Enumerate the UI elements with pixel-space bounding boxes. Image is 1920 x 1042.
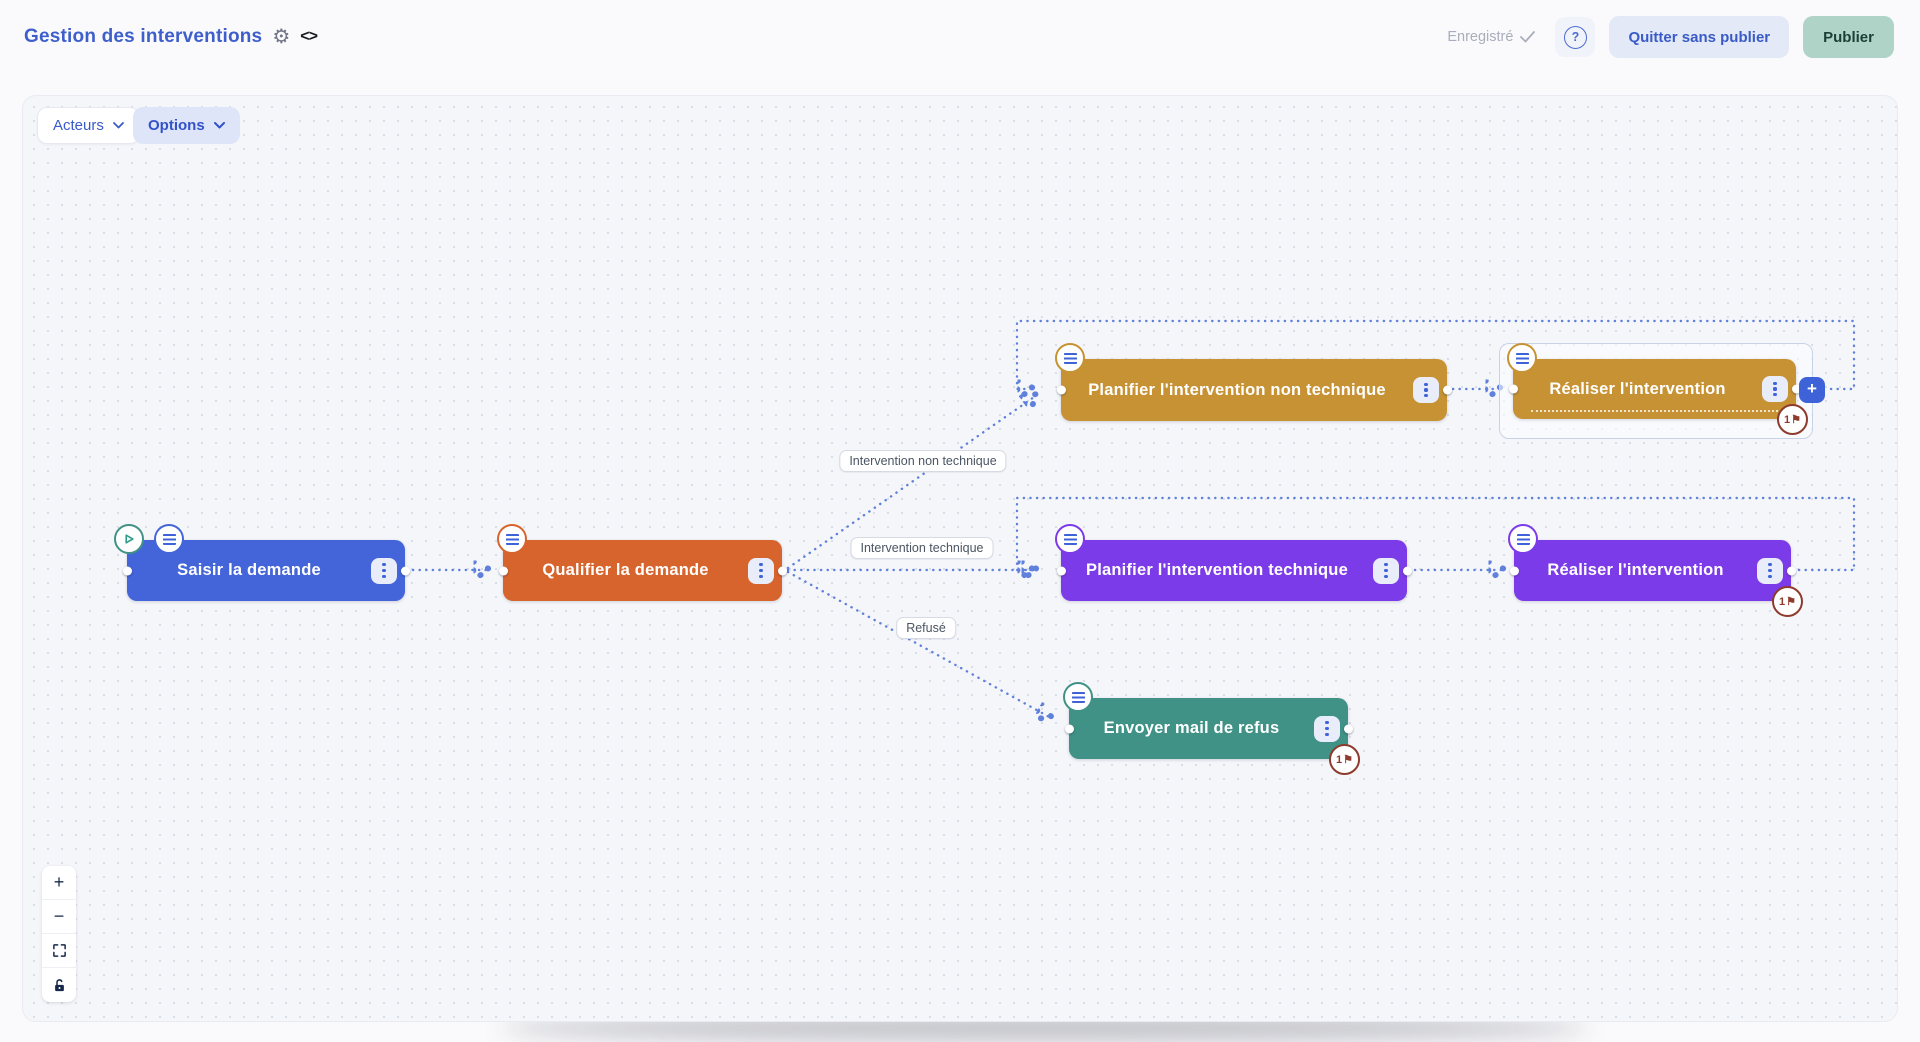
node-menu-button[interactable] xyxy=(1757,557,1783,584)
start-play-icon[interactable] xyxy=(114,524,144,554)
node-label: Saisir la demande xyxy=(177,561,321,579)
input-port[interactable] xyxy=(498,566,508,575)
node-planifier-intervention-non-technique[interactable]: Planifier l'intervention non technique xyxy=(1055,343,1452,421)
form-icon[interactable] xyxy=(497,524,527,554)
form-icon[interactable] xyxy=(154,524,184,554)
options-label: Options xyxy=(148,117,205,134)
node-label: Réaliser l'intervention xyxy=(1549,379,1726,398)
node-saisir-la-demande[interactable]: Saisir la demande xyxy=(114,524,410,601)
actors-dropdown-button[interactable]: Acteurs xyxy=(37,107,140,144)
node-envoyer-mail-de-refus[interactable]: Envoyer mail de refus 1⚑ xyxy=(1063,682,1360,775)
document-lines-icon xyxy=(1071,691,1085,703)
node-label: Qualifier la demande xyxy=(542,561,709,579)
input-port[interactable] xyxy=(1056,385,1066,395)
publish-button[interactable]: Publier xyxy=(1803,16,1894,58)
document-lines-icon xyxy=(1063,533,1077,545)
document-lines-icon xyxy=(1063,352,1077,364)
node-menu-button[interactable] xyxy=(1413,377,1439,403)
app-header: Gestion des interventions ⚙ <> Enregistr… xyxy=(0,0,1920,74)
page-title: Gestion des interventions xyxy=(24,26,263,47)
edge-qualifier-planifier-non-technique xyxy=(786,395,1037,570)
flag-icon: ⚑ xyxy=(1786,596,1796,608)
workflow-canvas[interactable]: Acteurs Options Saisir la demande Qualif… xyxy=(22,95,1898,1022)
output-port[interactable] xyxy=(400,566,410,575)
flag-count-badge: 1⚑ xyxy=(1777,404,1808,435)
output-port[interactable] xyxy=(1442,385,1452,395)
node-realiser-intervention-technique[interactable]: Réaliser l'intervention 1⚑ xyxy=(1508,524,1803,617)
node-menu-button[interactable] xyxy=(1373,557,1399,584)
header-left: Gestion des interventions ⚙ <> xyxy=(24,26,318,48)
node-menu-button[interactable] xyxy=(748,557,774,584)
input-port[interactable] xyxy=(1509,566,1519,575)
node-label: Planifier l'intervention technique xyxy=(1086,561,1348,579)
flag-count-badge: 1⚑ xyxy=(1772,586,1803,617)
form-icon[interactable] xyxy=(1508,524,1538,554)
form-icon[interactable] xyxy=(1055,524,1085,554)
edges-layer xyxy=(411,319,1856,1022)
options-dropdown-button[interactable]: Options xyxy=(133,107,240,144)
zoom-controls: + − xyxy=(42,866,76,1002)
fit-view-button[interactable] xyxy=(42,934,76,968)
edge-label-refuse[interactable]: Refusé xyxy=(896,617,956,639)
edge-label-intervention-non-technique[interactable]: Intervention non technique xyxy=(839,450,1007,472)
edge-qualifier-envoyer-refus xyxy=(786,570,1051,718)
node-label: Planifier l'intervention non technique xyxy=(1088,380,1386,399)
help-button[interactable]: ? xyxy=(1555,17,1596,57)
zoom-out-button[interactable]: − xyxy=(42,900,76,934)
question-mark-icon: ? xyxy=(1563,25,1587,49)
node-planifier-intervention-technique[interactable]: Planifier l'intervention technique xyxy=(1055,524,1412,601)
input-port[interactable] xyxy=(1056,566,1066,575)
save-status-label: Enregistré xyxy=(1447,29,1514,45)
form-icon[interactable] xyxy=(1055,343,1085,373)
node-realiser-intervention-non-technique[interactable]: Réaliser l'intervention 1⚑ xyxy=(1507,343,1808,435)
input-port[interactable] xyxy=(122,566,132,575)
document-lines-icon xyxy=(505,533,519,545)
actors-label: Acteurs xyxy=(53,117,104,134)
flag-icon: ⚑ xyxy=(1791,414,1801,426)
chevron-down-icon xyxy=(112,122,124,129)
output-port[interactable] xyxy=(1343,724,1353,733)
output-port[interactable] xyxy=(1402,566,1412,575)
lock-button[interactable] xyxy=(42,968,76,1002)
fit-view-icon xyxy=(52,944,66,957)
flag-count-badge: 1⚑ xyxy=(1329,744,1360,775)
add-step-button[interactable]: + xyxy=(1799,377,1825,403)
settings-gear-icon[interactable]: ⚙ xyxy=(272,26,291,48)
form-icon[interactable] xyxy=(1507,343,1537,373)
document-lines-icon xyxy=(1516,533,1530,545)
save-status: Enregistré xyxy=(1447,29,1536,45)
output-port[interactable] xyxy=(1791,384,1801,394)
description-placeholder-line xyxy=(1531,410,1778,412)
header-right: Enregistré ? Quitter sans publier Publie… xyxy=(1447,16,1894,58)
edge-label-intervention-technique[interactable]: Intervention technique xyxy=(850,537,994,559)
node-label: Envoyer mail de refus xyxy=(1103,719,1280,737)
input-port[interactable] xyxy=(1064,724,1074,733)
node-label: Réaliser l'intervention xyxy=(1547,561,1724,579)
document-lines-icon xyxy=(1515,352,1529,364)
edge-loop-purple xyxy=(1017,496,1856,570)
node-menu-button[interactable] xyxy=(371,557,397,584)
node-menu-button[interactable] xyxy=(1762,376,1788,402)
node-qualifier-la-demande[interactable]: Qualifier la demande xyxy=(497,524,787,601)
unlock-icon xyxy=(54,978,64,991)
zoom-in-button[interactable]: + xyxy=(42,866,76,900)
quit-without-publish-button[interactable]: Quitter sans publier xyxy=(1609,16,1790,58)
form-icon[interactable] xyxy=(1063,682,1093,712)
input-port[interactable] xyxy=(1508,384,1518,394)
node-menu-button[interactable] xyxy=(1314,715,1340,742)
document-lines-icon xyxy=(162,533,176,545)
output-port[interactable] xyxy=(777,566,787,575)
check-icon xyxy=(1520,31,1536,43)
edge-loop-gold xyxy=(1017,319,1856,389)
chevron-down-icon xyxy=(213,122,225,129)
flag-icon: ⚑ xyxy=(1343,754,1353,766)
code-icon[interactable]: <> xyxy=(300,28,318,45)
output-port[interactable] xyxy=(1786,566,1796,575)
